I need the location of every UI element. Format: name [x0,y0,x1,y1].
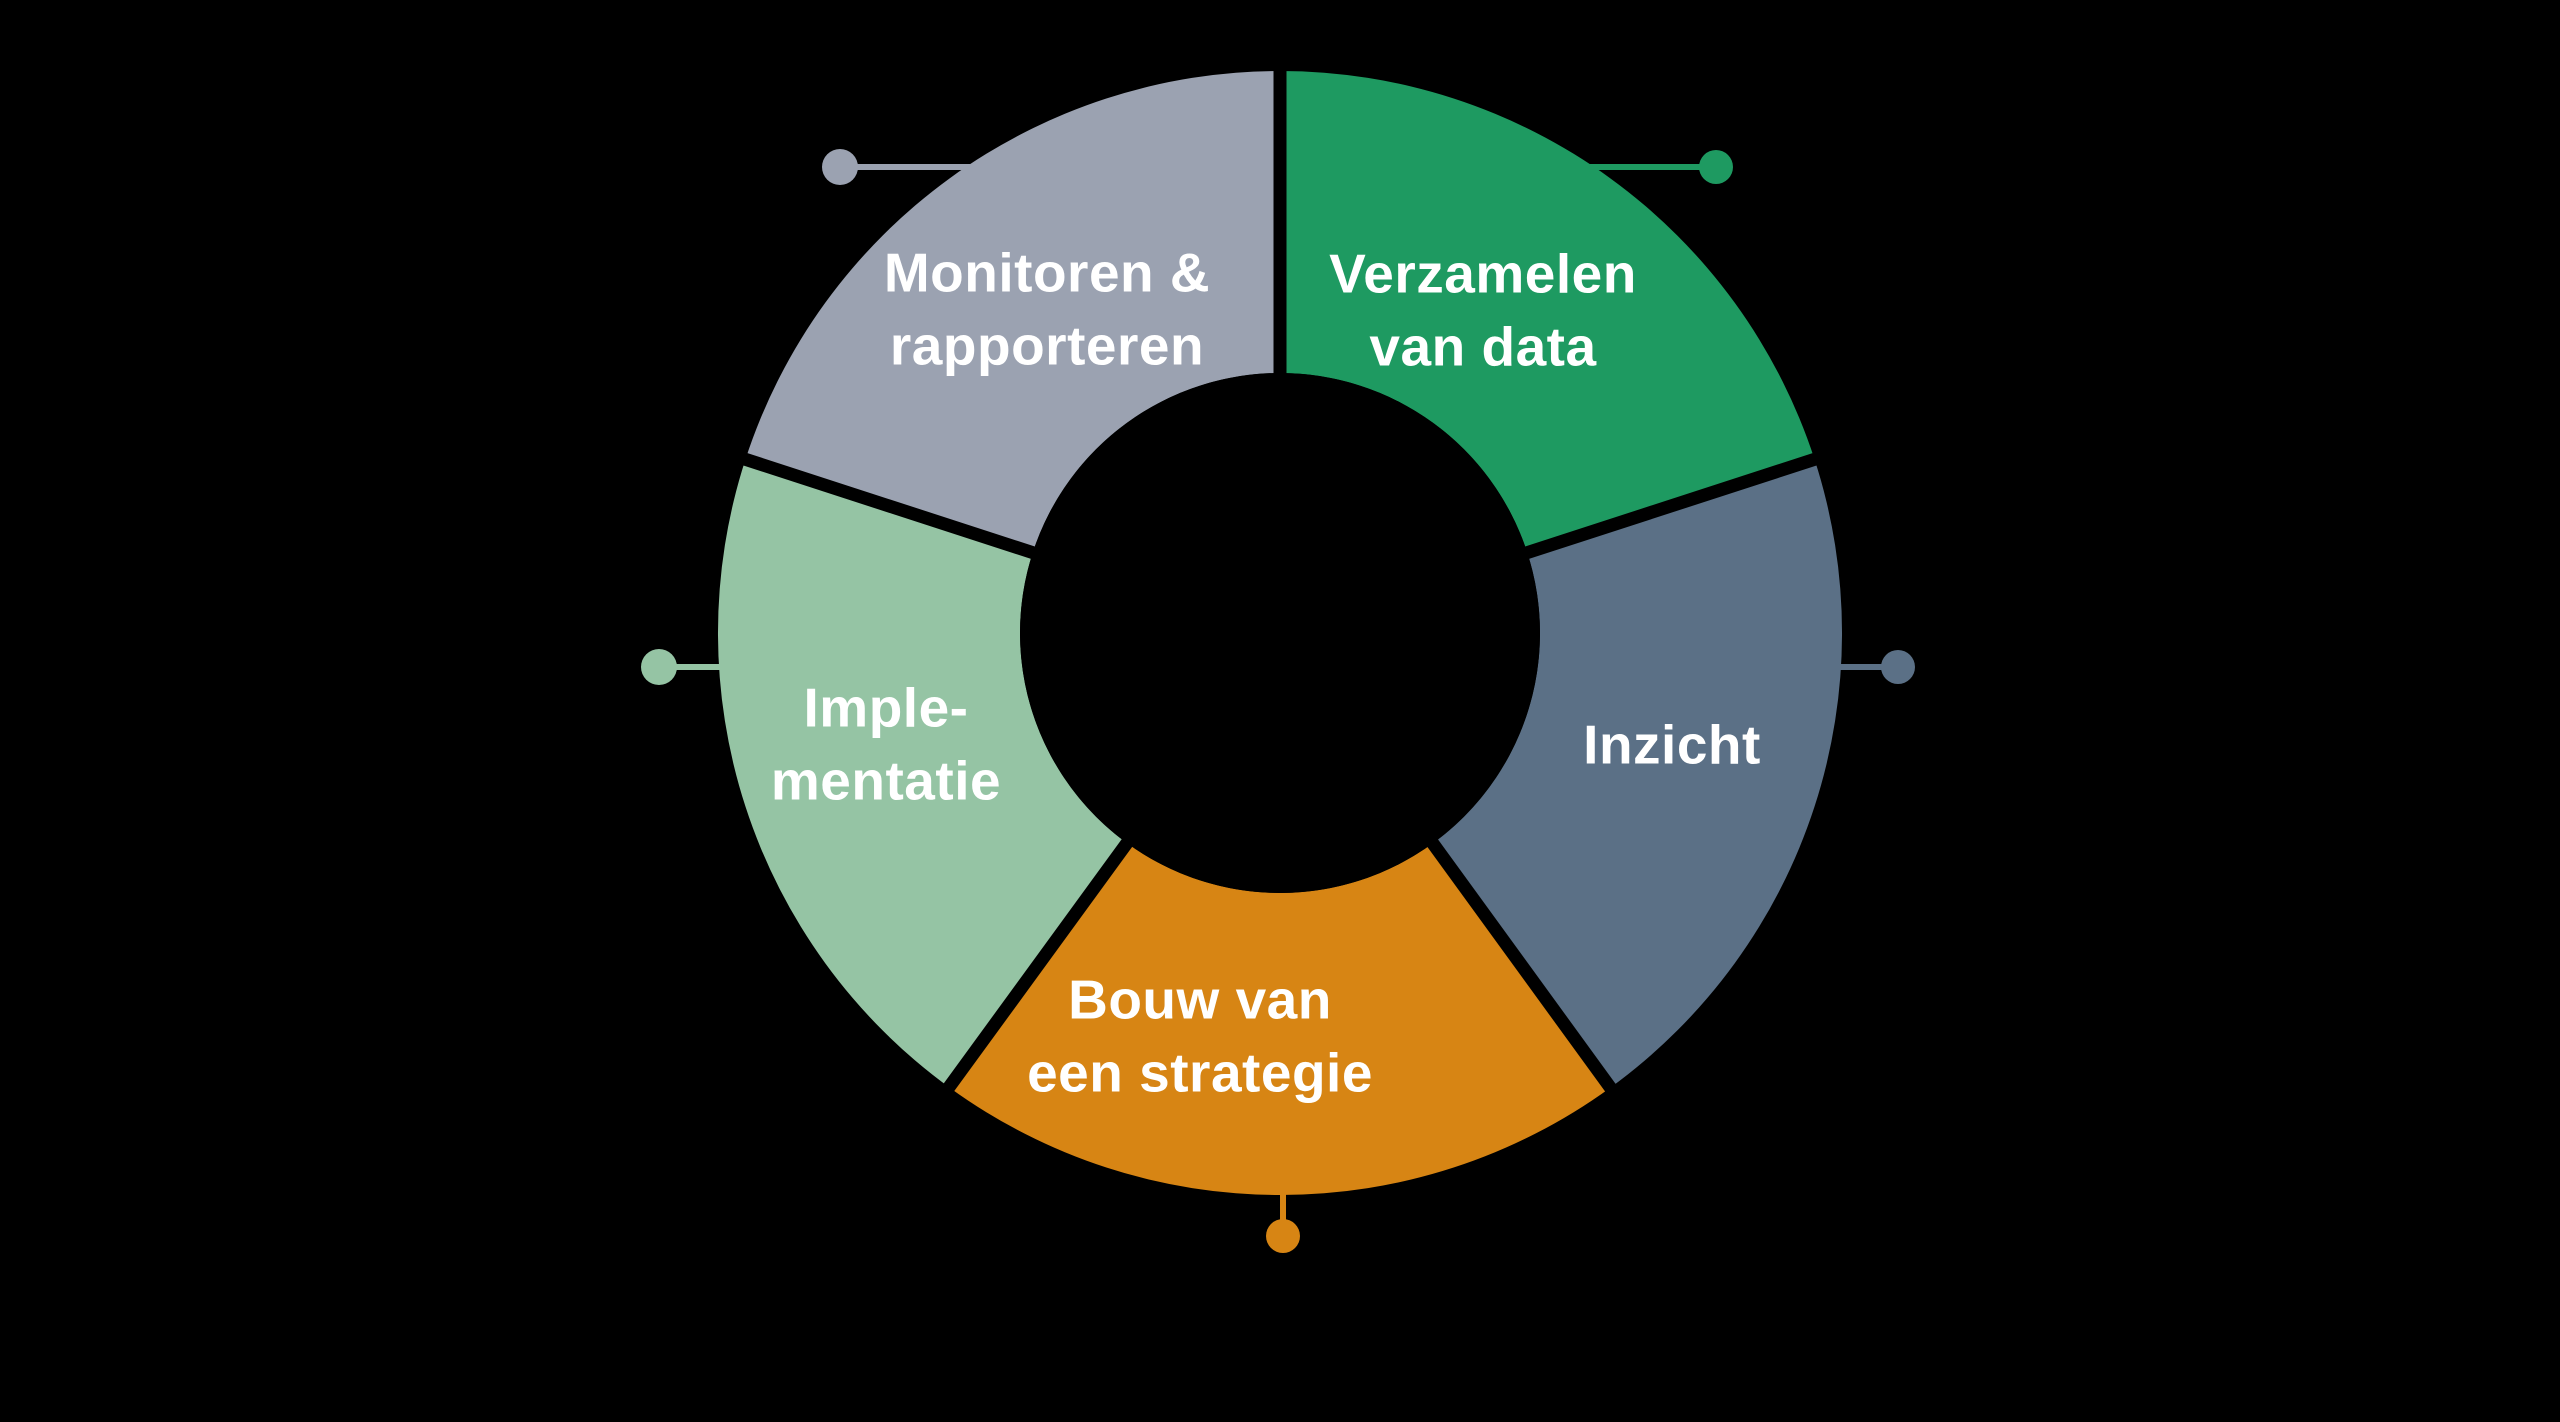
segment-inzicht [1432,459,1843,1088]
callout-dot-implementatie [641,649,677,685]
segment-label-line: Inzicht [1583,713,1761,776]
callout-dot-inzicht [1881,650,1915,684]
segment-label-monitoren-rapporteren: Monitoren & rapporteren [884,236,1210,381]
segment-label-line: mentatie [770,749,1002,811]
segment-monitoren-rapporteren [745,70,1280,553]
segment-label-line: een strategie [1027,1041,1373,1103]
segment-label-bouw-van-een-strategie: Bouw van een strategie [1027,963,1373,1108]
segment-label-inzicht: Inzicht [1583,709,1761,782]
segment-label-line: Monitoren & [883,241,1211,304]
segment-label-line: Bouw van [1068,968,1332,1031]
segment-implementatie [717,459,1128,1088]
segment-bouw-van-een-strategie [949,843,1611,1196]
segment-label-line: Imple- [803,676,969,739]
donut-hole [1020,373,1540,893]
callout-dot-monitoren [822,149,858,185]
segment-label-implementatie: Imple- mentatie [771,671,1001,816]
callout-dot-bouw [1266,1219,1300,1253]
segment-label-line: rapporteren [889,314,1205,376]
callouts [641,149,1915,1253]
segment-label-line: van data [1369,315,1597,377]
segment-label-line: Verzamelen [1329,242,1637,305]
callout-dot-verzamelen [1699,150,1733,184]
segment-label-verzamelen-van-data: Verzamelen van data [1329,237,1637,382]
segment-verzamelen-van-data [1280,71,1815,553]
